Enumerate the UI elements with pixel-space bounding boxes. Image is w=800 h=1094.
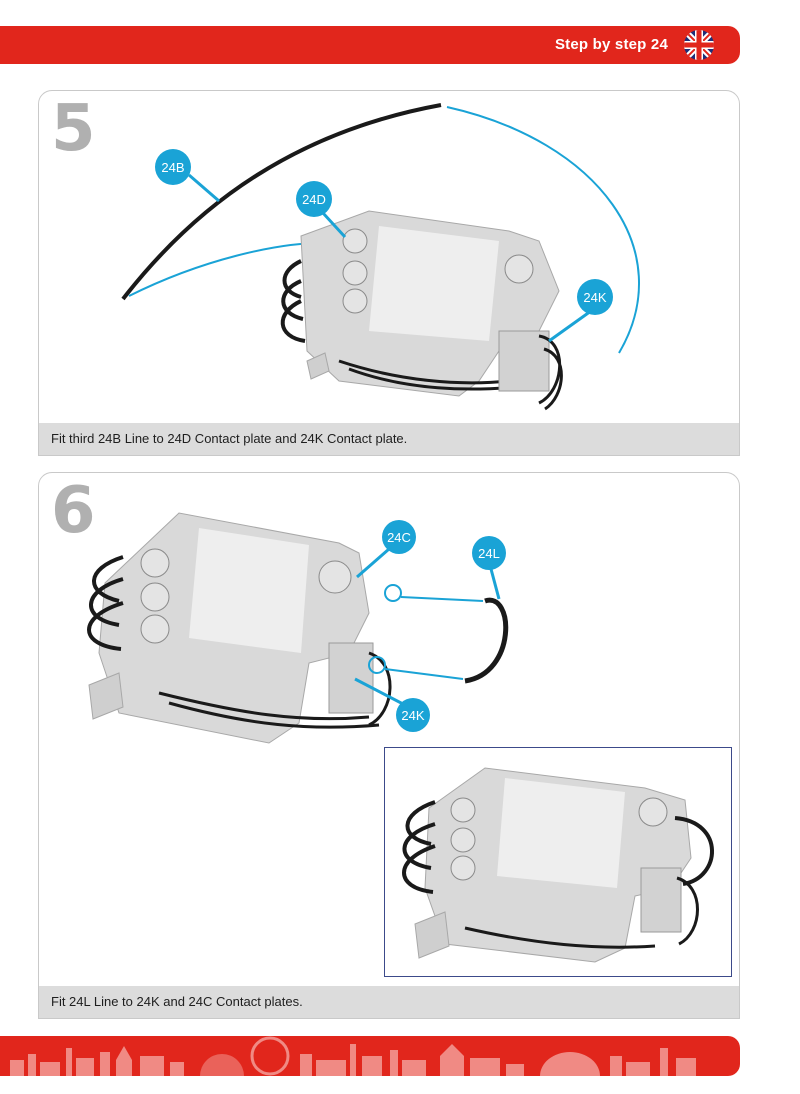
step-6-panel: 6 24C 24L 24K [38,472,740,1019]
page-title: Step by step 24 [554,36,668,53]
step-5-caption: Fit third 24B Line to 24D Contact plate … [39,423,739,455]
step-number: 6 [51,474,96,548]
label-24k: 24K [401,708,424,723]
label-24l: 24L [478,546,500,561]
contact-plate-assembly [280,210,563,411]
london-skyline-icon [10,1036,696,1076]
step-5-illustration: 24B 24D 24K [121,103,640,411]
label-24d: 24D [302,192,326,207]
result-inset [384,747,732,977]
label-24c: 24C [387,530,411,545]
step-6-caption: Fit 24L Line to 24K and 24C Contact plat… [39,986,739,1018]
step-number: 5 [51,92,96,166]
uk-flag-icon [684,30,714,60]
assembled-result-illustration [402,767,714,963]
contact-plate-assembly [87,512,392,744]
label-24b: 24B [161,160,184,175]
header-bar: Step by step 24 [0,26,740,64]
line-24l [464,597,509,684]
line-24b [121,103,442,301]
footer-bar [0,1036,740,1076]
label-24k: 24K [583,290,606,305]
step-6-illustration: 24C 24L 24K [87,512,509,744]
step-5-panel: 5 24B 24D 24K Fit [38,90,740,456]
